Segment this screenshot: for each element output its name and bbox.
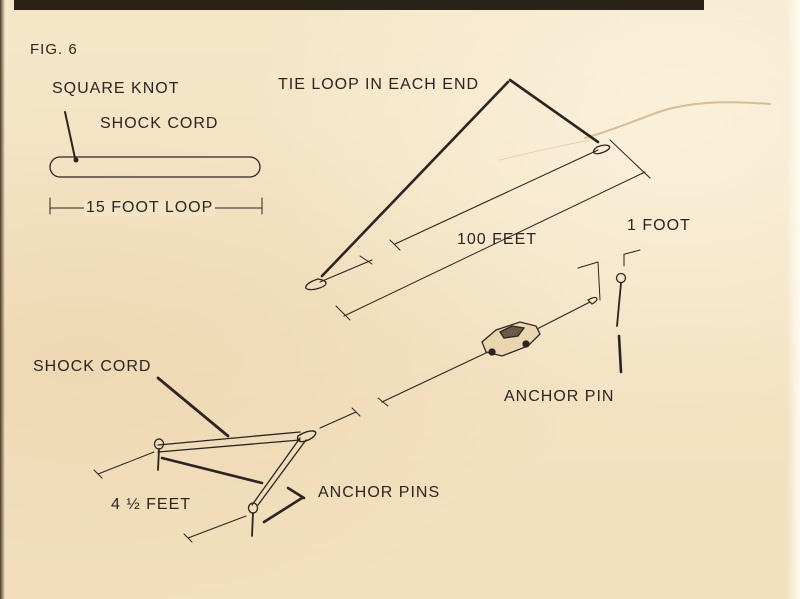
anchor-pins-label: ANCHOR PINS [318,484,441,501]
anchor-pins-leader-a [160,456,264,485]
four-half-dim-a [97,451,155,475]
fifteen-foot-loop-label: 15 FOOT LOOP [84,199,216,216]
square-knot-icon [73,157,79,163]
hundred-dim-line [343,171,646,317]
anchor-pin-label: ANCHOR PIN [504,388,615,405]
hundred-feet-label: 100 FEET [457,231,538,248]
anchor-pins-leader-b [262,496,304,524]
main-line-b [394,149,599,245]
tie-loop-label: TIE LOOP IN EACH END [278,76,480,93]
tie-loop-left [305,278,327,291]
tie-loop-leader-left [320,80,510,278]
anchor-pin-icon [153,438,165,471]
shock-cord-loop [49,156,261,178]
top-border [14,0,704,10]
square-knot-leader [64,111,76,159]
car-icon [481,321,541,357]
main-line-a [319,259,373,283]
shock-cord-top-label: SHOCK CORD [100,115,219,132]
one-foot-label: 1 FOOT [627,217,691,234]
shock-cord-bottom-label: SHOCK CORD [33,358,152,375]
anchor-pin-leader [617,334,623,374]
anchor-pin-icon [615,272,627,327]
figure-number: FIG. 6 [30,41,78,58]
four-half-feet-label: 4 ½ FEET [111,496,192,513]
square-knot-label: SQUARE KNOT [52,80,180,97]
tie-loop-leader-right [508,78,600,144]
paper-crease [584,101,771,139]
shock-cord-leader [156,376,230,438]
left-edge [0,0,5,599]
tie-loop-right [592,144,611,155]
anchor-pin-icon [247,502,259,537]
right-edge [786,0,800,599]
